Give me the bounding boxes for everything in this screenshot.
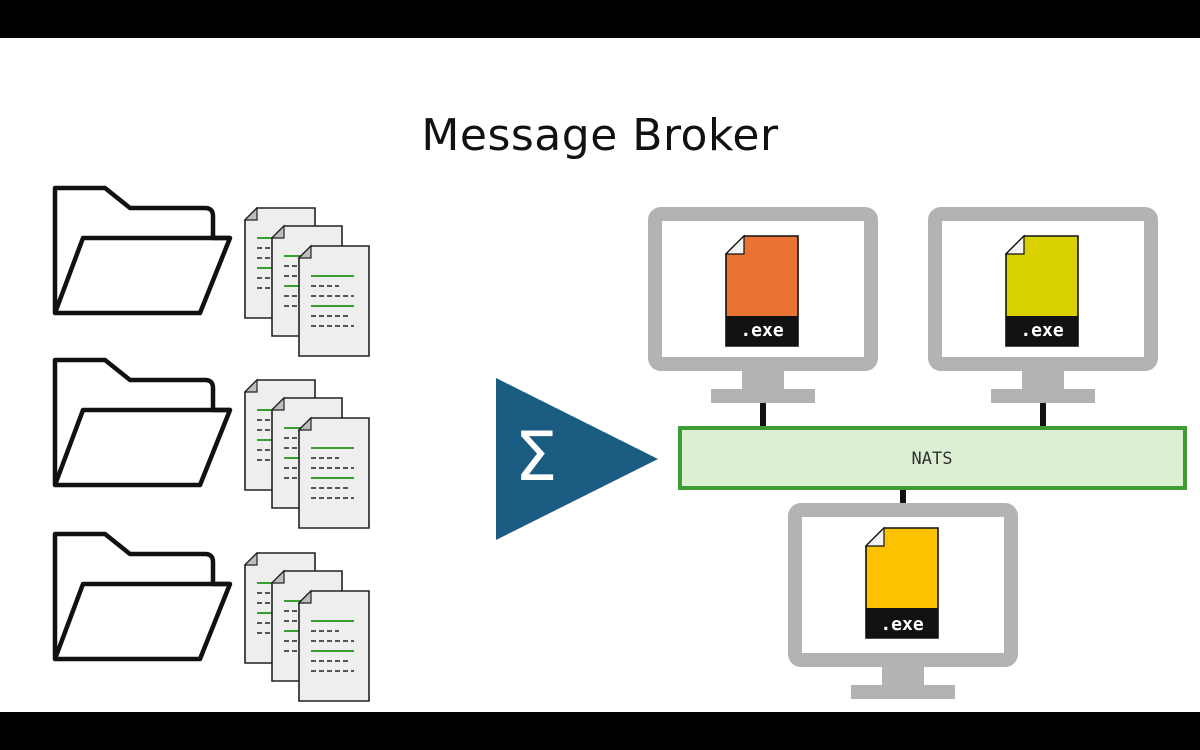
exe-label: .exe [880, 614, 924, 635]
folder-icon [55, 360, 230, 485]
exe-label: .exe [740, 320, 784, 341]
monitor-neck [882, 661, 924, 685]
broker-label: NATS [912, 449, 953, 469]
documents-icon [245, 380, 369, 528]
computer-3: .exe [788, 503, 1018, 699]
computer-2: .exe [928, 207, 1158, 403]
documents-icon [245, 208, 369, 356]
monitor-base [851, 685, 955, 699]
diagram-canvas: Σ .exe .exe . [0, 38, 1187, 712]
computer-1: .exe [648, 207, 878, 403]
monitor-screen [648, 207, 878, 371]
nats-broker: NATS [678, 426, 1187, 490]
summation-icon: Σ [496, 378, 658, 540]
documents-icon [245, 553, 369, 701]
connector-lines [760, 403, 1046, 504]
slide-title: Message Broker [421, 110, 779, 161]
monitor-neck [1022, 365, 1064, 389]
monitor-base [711, 389, 815, 403]
folder-icon [55, 188, 230, 313]
monitor-screen [788, 503, 1018, 667]
summation-symbol: Σ [515, 418, 558, 497]
folder-icon [55, 534, 230, 659]
monitor-neck [742, 365, 784, 389]
monitor-screen [928, 207, 1158, 371]
slide: Message Broker [0, 38, 1200, 712]
exe-label: .exe [1020, 320, 1064, 341]
monitor-base [991, 389, 1095, 403]
